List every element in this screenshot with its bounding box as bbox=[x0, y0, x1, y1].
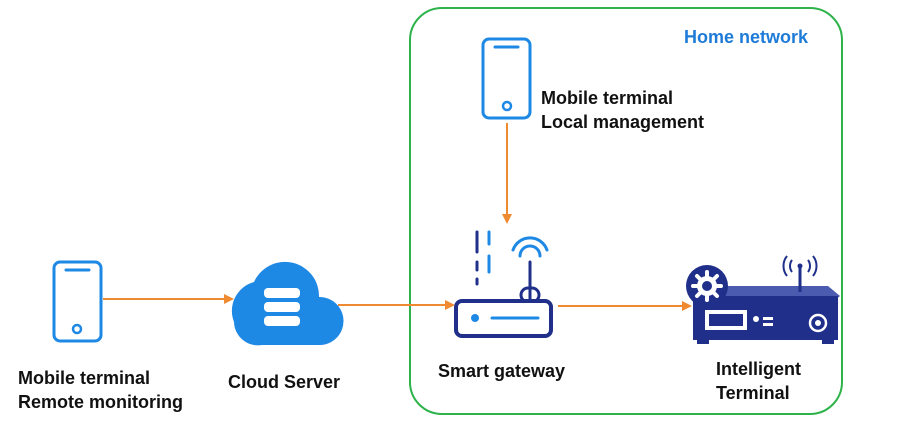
home-network-boundary bbox=[409, 7, 843, 415]
remote-mobile-line1: Mobile terminal bbox=[18, 368, 151, 388]
intelligent-terminal-label: Intelligent Terminal bbox=[716, 357, 801, 405]
cloud-server-icon bbox=[231, 261, 344, 346]
smart-gateway-label: Smart gateway bbox=[438, 361, 566, 381]
cloud-server-label: Cloud Server bbox=[228, 372, 341, 392]
intelligent-terminal-line1: Intelligent bbox=[716, 359, 801, 379]
local-mobile-label: Mobile terminal Local management bbox=[541, 86, 704, 134]
local-mobile-line1: Mobile terminal bbox=[541, 88, 674, 108]
antenna-icon bbox=[782, 255, 818, 292]
router-icon bbox=[454, 230, 553, 338]
gear-icon bbox=[686, 265, 728, 307]
local-mobile-icon bbox=[481, 37, 532, 120]
intelligent-terminal-icon bbox=[686, 255, 840, 344]
remote-mobile-label: Mobile terminal Remote monitoring bbox=[18, 366, 183, 414]
remote-mobile-line2: Remote monitoring bbox=[18, 392, 183, 412]
intelligent-terminal-line2: Terminal bbox=[716, 383, 790, 403]
remote-mobile-icon bbox=[52, 260, 103, 343]
local-mobile-line2: Local management bbox=[541, 112, 705, 132]
home-network-title: Home network bbox=[684, 27, 809, 47]
